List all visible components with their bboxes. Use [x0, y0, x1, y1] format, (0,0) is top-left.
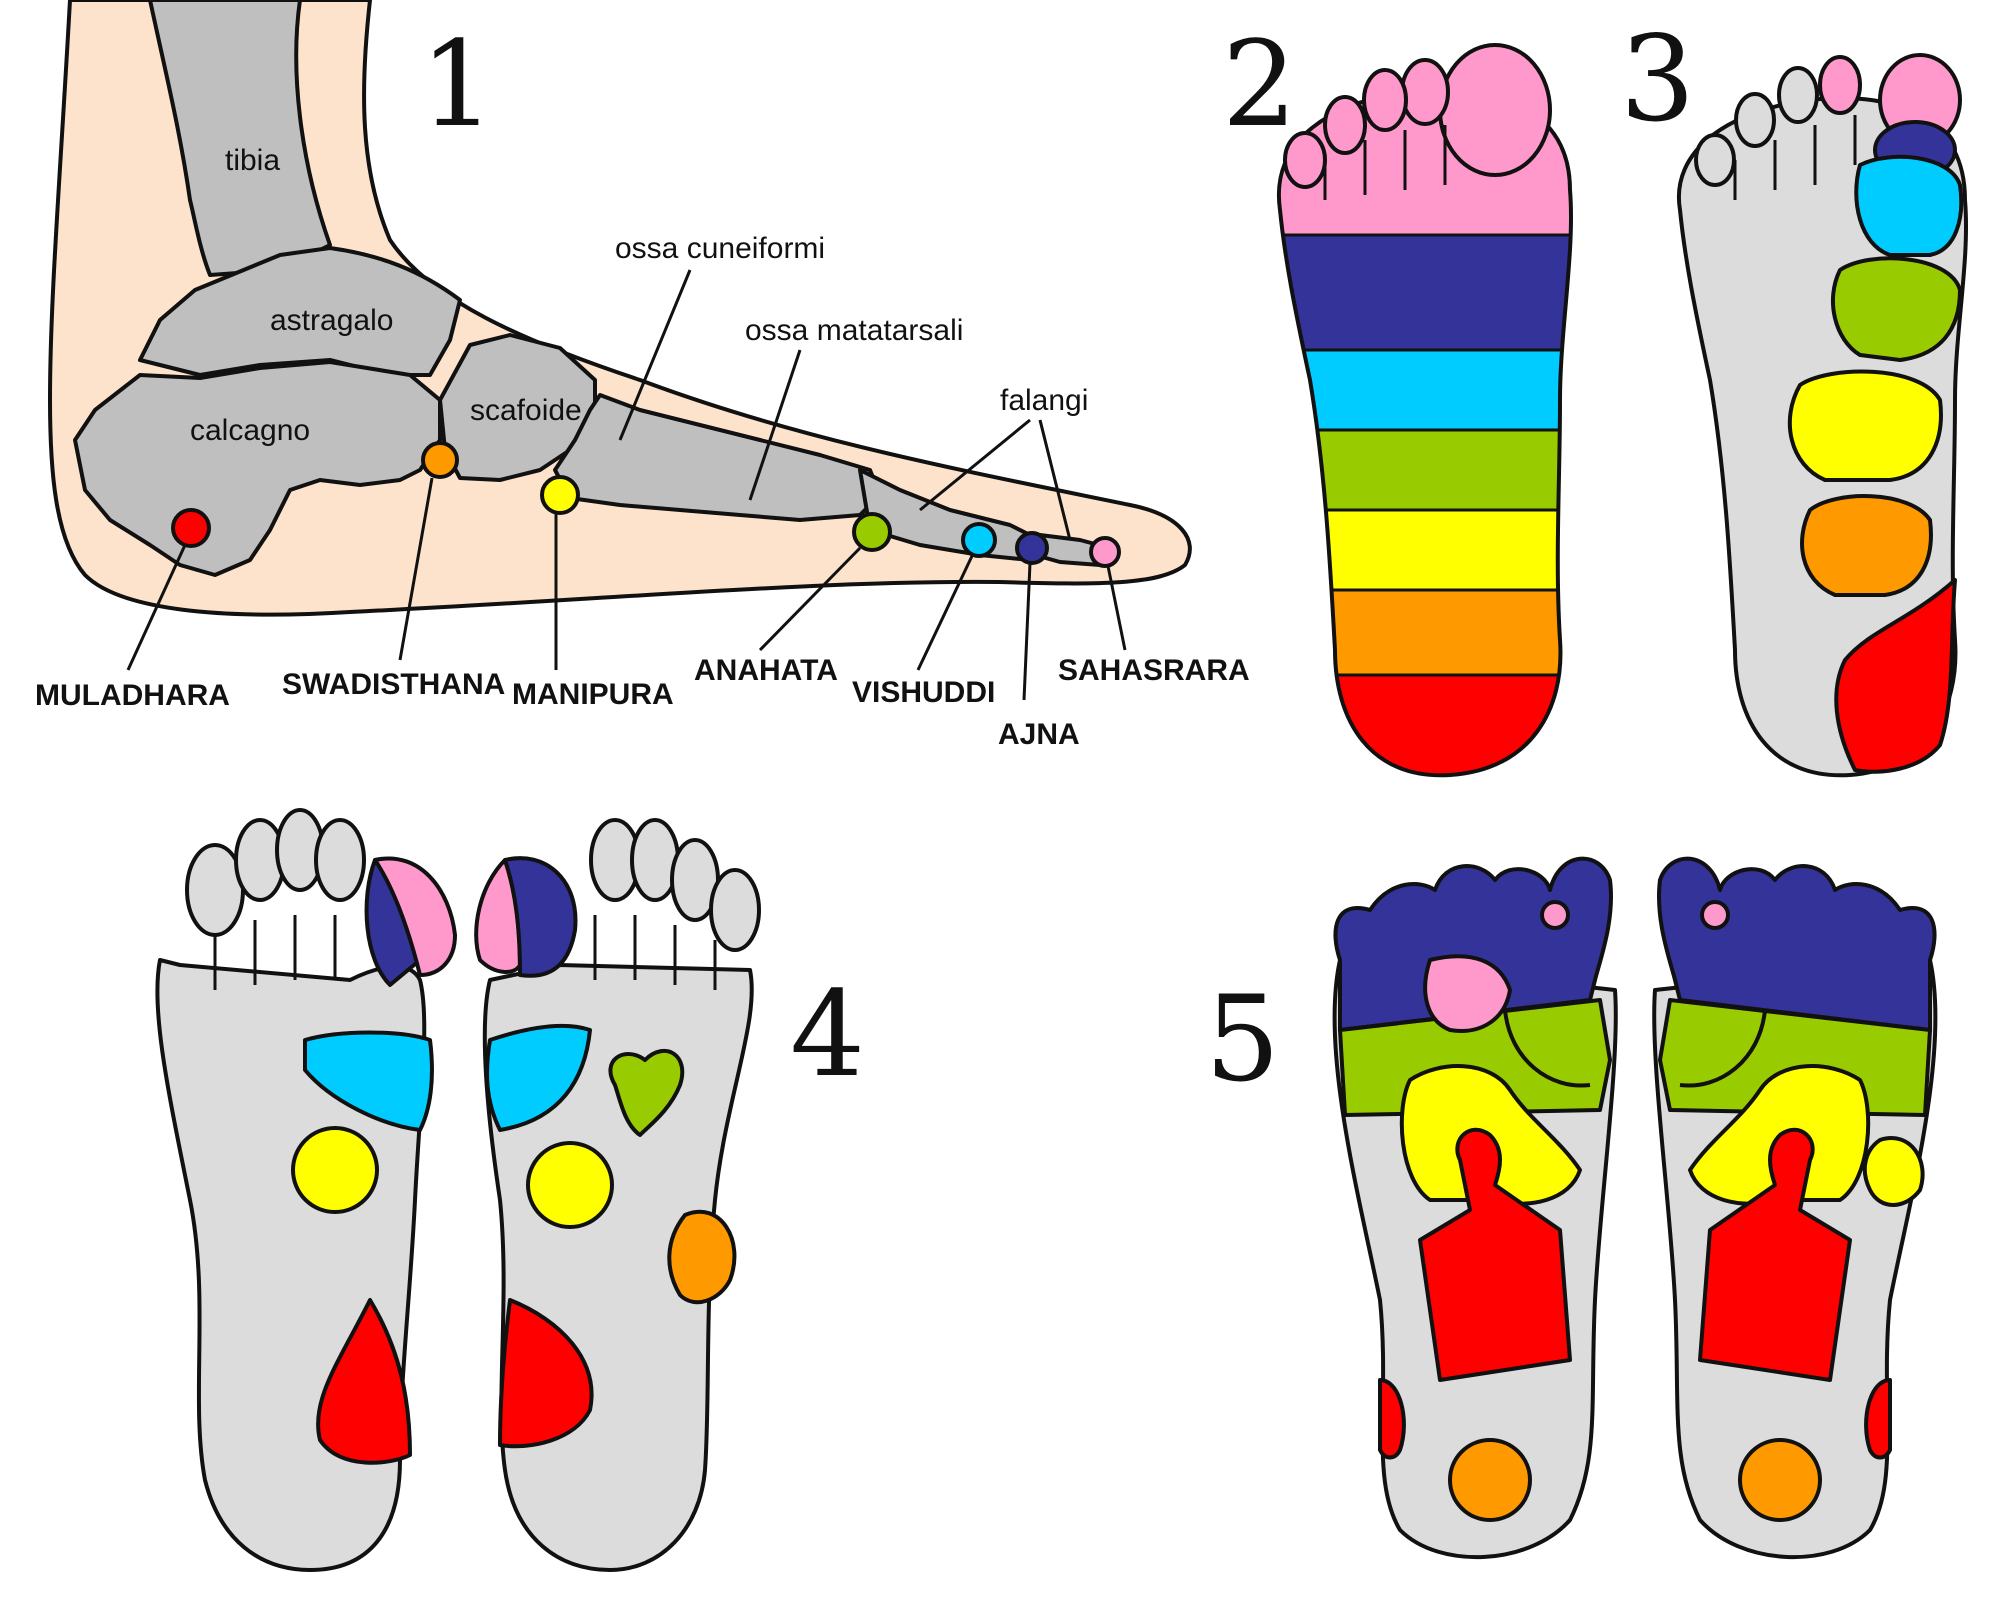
label-tibia: tibia: [225, 144, 280, 177]
panel-number-1: 1: [420, 15, 495, 153]
label-manipura: MANIPURA: [512, 678, 674, 711]
label-vishuddi: VISHUDDI: [852, 676, 995, 709]
panel-2-sole-bands: 2: [1222, 15, 1574, 778]
label-muladhara: MULADHARA: [35, 679, 230, 712]
label-swadisthana: SWADISTHANA: [282, 668, 505, 701]
panel-1-side-view: tibia astragalo calcagno scafoide ossa c…: [35, 0, 1250, 751]
chakra-dot-sahasrara: [1089, 536, 1121, 568]
label-metatarsali: ossa matatarsali: [745, 314, 963, 347]
panel-4-sole-pair: 4: [155, 808, 865, 1572]
panel-number-2: 2: [1222, 15, 1297, 153]
label-sahasrara: SAHASRARA: [1058, 654, 1250, 687]
panel-number-5: 5: [1205, 970, 1280, 1108]
label-scafoide: scafoide: [470, 394, 582, 427]
astragalo-bone: [138, 246, 462, 377]
panel-3-sole-zones: 3: [1620, 10, 1969, 778]
chakra-dot-manipura: [540, 475, 580, 515]
label-astragalo: astragalo: [270, 304, 393, 337]
label-falangi: falangi: [1000, 384, 1088, 417]
calcagno-bone: [73, 360, 442, 577]
chakra-dot-swadisthana: [421, 441, 459, 479]
chakra-dot-vishuddi: [961, 522, 997, 558]
label-ajna: AJNA: [998, 718, 1080, 751]
chakra-dot-ajna: [1015, 531, 1049, 565]
panel-5-reflex-pair: 5: [1205, 856, 1938, 1560]
panel-number-4: 4: [790, 965, 865, 1103]
label-cuneiformi: ossa cuneiformi: [615, 232, 825, 265]
chakra-dot-muladhara: [171, 508, 211, 548]
panel-number-3: 3: [1620, 10, 1695, 148]
chakra-dot-anahata: [852, 512, 892, 552]
label-calcagno: calcagno: [190, 414, 310, 447]
tibia-bone: [148, 0, 332, 277]
label-anahata: ANAHATA: [694, 654, 838, 687]
